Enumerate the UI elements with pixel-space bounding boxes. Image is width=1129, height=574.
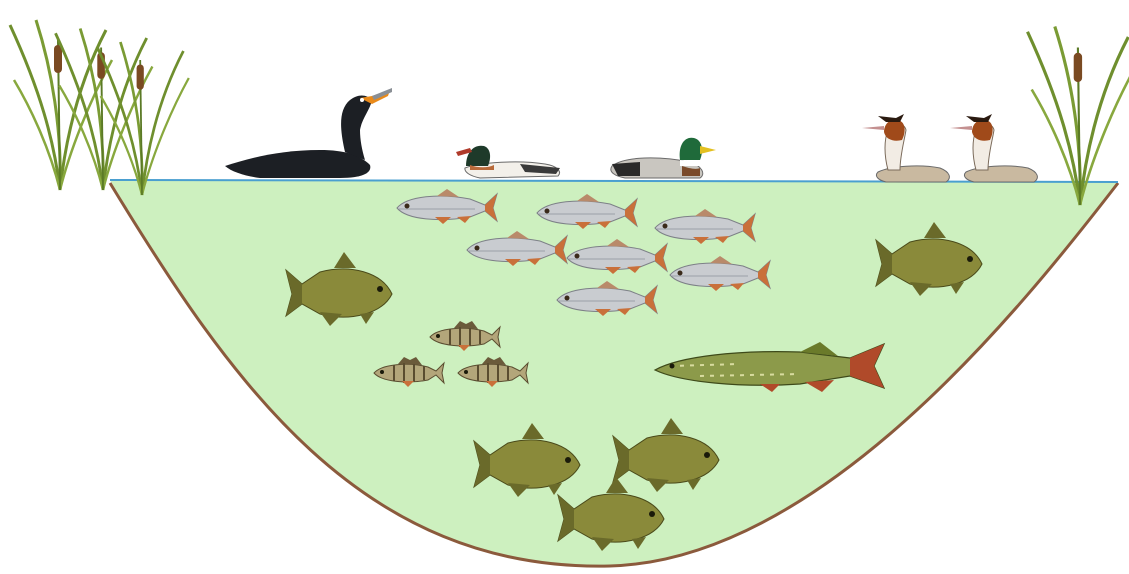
mallard-bird <box>611 138 716 178</box>
grebe-bird-1 <box>862 114 949 182</box>
grebe-bird-2 <box>950 114 1037 182</box>
merganser-bird <box>456 146 560 178</box>
reed-clump-left-3 <box>97 42 189 195</box>
reed-clump-right <box>1028 27 1129 206</box>
cormorant-bird <box>225 88 392 178</box>
